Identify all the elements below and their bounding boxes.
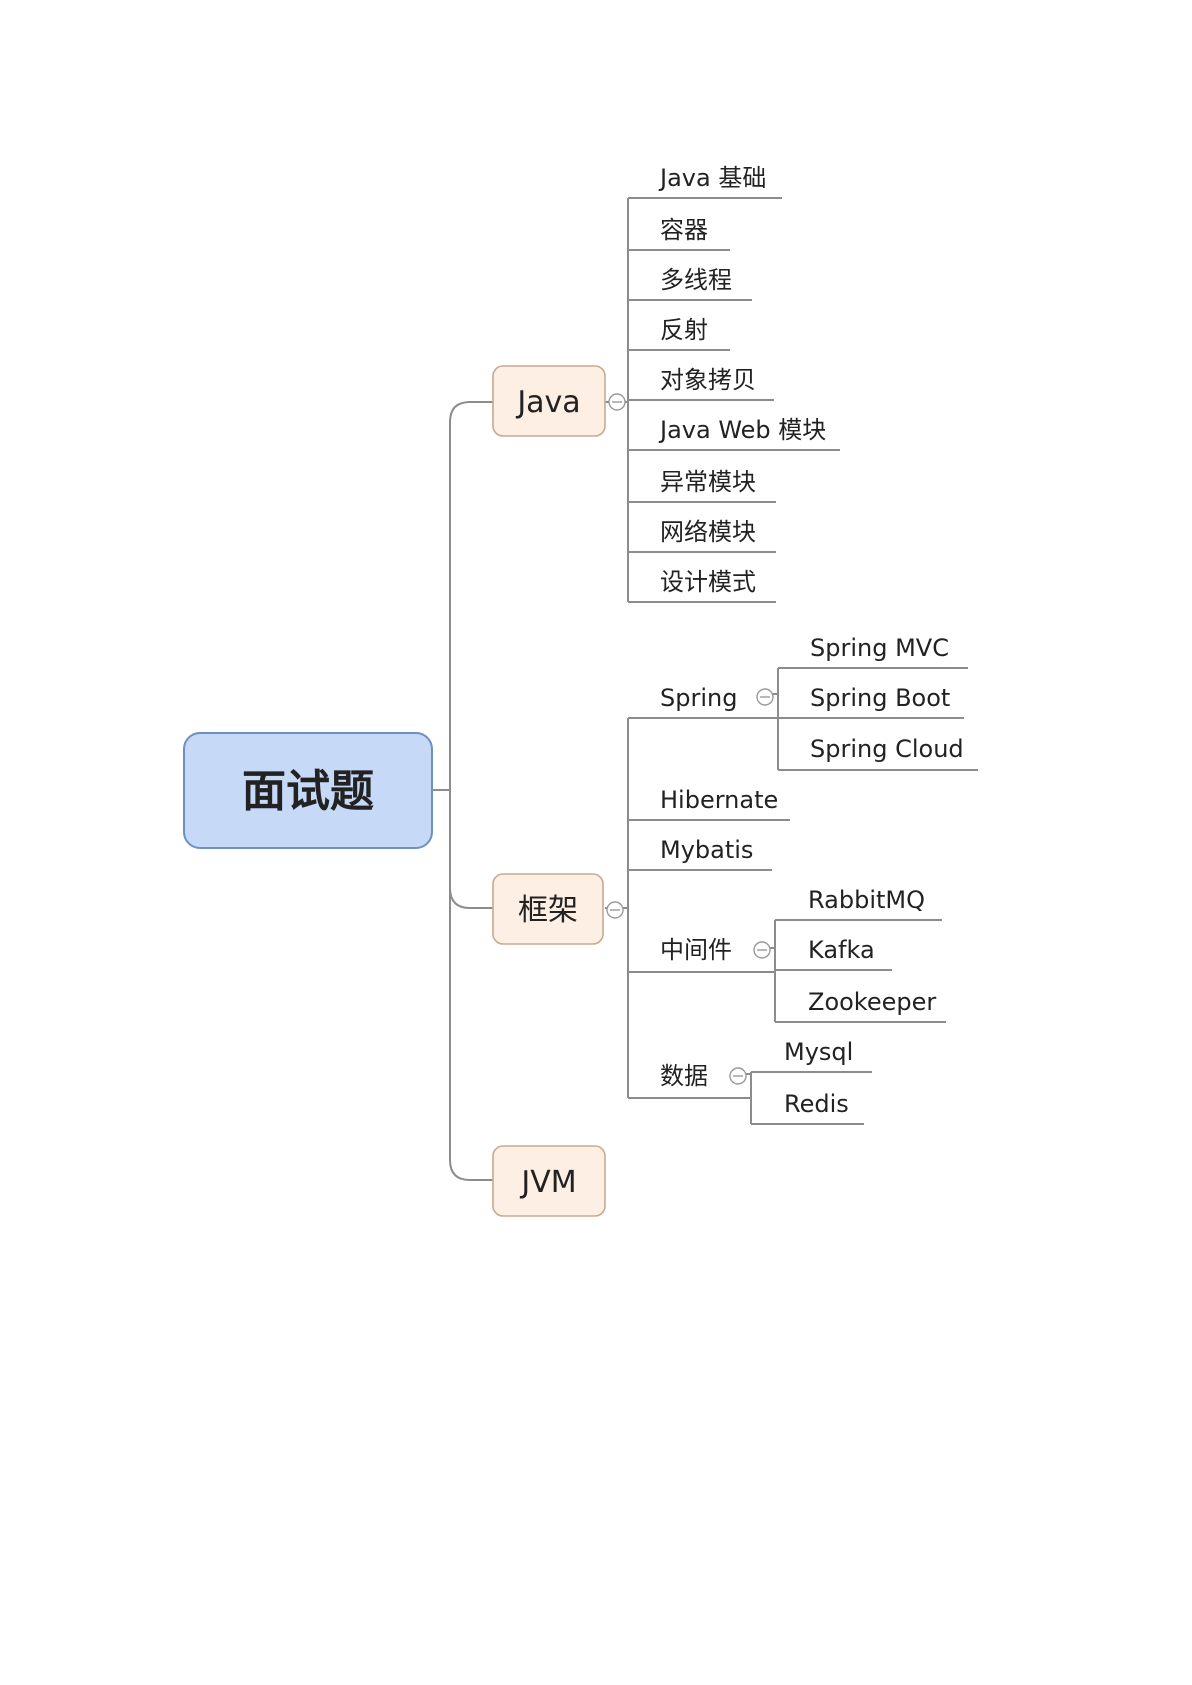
root-topic: 面试题: [242, 766, 374, 817]
collapse-spring-icon[interactable]: [757, 689, 773, 705]
framework-topic-mybatis: Mybatis: [660, 836, 753, 864]
spring-topic-mvc: Spring MVC: [810, 634, 949, 662]
java-topic-multithreading: 多线程: [660, 266, 732, 294]
java-topic-networking: 网络模块: [660, 518, 756, 546]
middleware-topic-kafka: Kafka: [808, 936, 875, 964]
framework-topic-spring: Spring: [660, 684, 737, 712]
java-topic-design-patterns: 设计模式: [660, 568, 756, 596]
java-topic-exceptions: 异常模块: [660, 468, 756, 496]
java-topic-basics: Java 基础: [658, 164, 766, 192]
collapse-framework-icon[interactable]: [607, 902, 623, 918]
java-topic-containers: 容器: [660, 216, 708, 244]
collapse-middleware-icon[interactable]: [754, 942, 770, 958]
java-topic-object-copy: 对象拷贝: [660, 366, 756, 394]
java-topic-java-web: Java Web 模块: [658, 416, 826, 444]
collapse-java-icon[interactable]: [609, 394, 625, 410]
java-topic-reflection: 反射: [660, 316, 708, 344]
framework-topic-data: 数据: [660, 1062, 708, 1090]
spring-topic-cloud: Spring Cloud: [810, 735, 964, 763]
collapse-data-icon[interactable]: [730, 1068, 746, 1084]
framework-topic-middleware: 中间件: [660, 936, 732, 964]
framework-topic-hibernate: Hibernate: [660, 786, 778, 814]
data-topic-mysql: Mysql: [784, 1038, 853, 1066]
middleware-topic-zookeeper: Zookeeper: [808, 988, 936, 1016]
spring-topic-boot: Spring Boot: [810, 684, 950, 712]
branch-jvm-label: JVM: [519, 1165, 576, 1200]
middleware-topic-rabbitmq: RabbitMQ: [808, 886, 925, 914]
data-topic-redis: Redis: [784, 1090, 849, 1118]
branch-framework-label: 框架: [518, 893, 578, 928]
branch-java-label: Java: [515, 385, 580, 420]
